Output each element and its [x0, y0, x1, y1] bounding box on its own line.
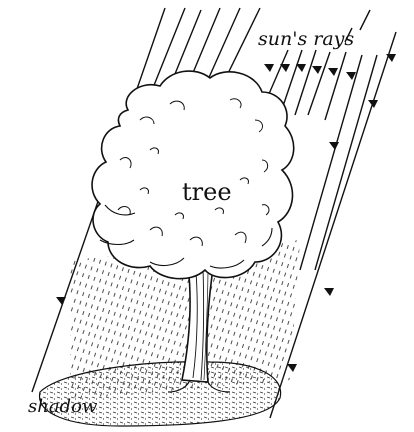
- shadow-label: shadow: [28, 396, 98, 417]
- tree-label: tree: [182, 178, 232, 206]
- sun-rays-label: sun's rays: [258, 28, 354, 50]
- tree-crown: [92, 71, 294, 279]
